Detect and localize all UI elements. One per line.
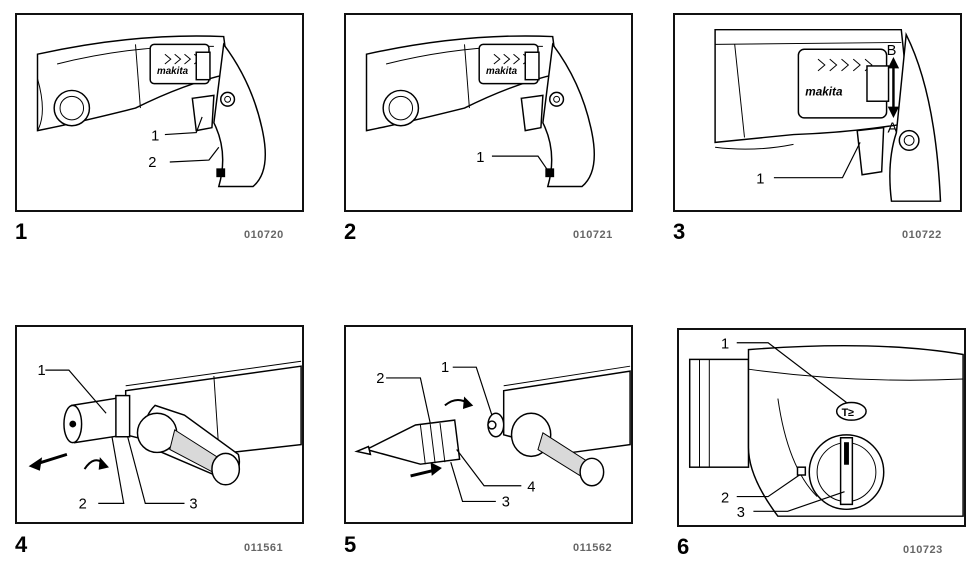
- figure-3-number: 3: [673, 219, 686, 244]
- figure-4-illustration: 1 2 3: [28, 360, 302, 512]
- figure-5-illustration: 2 1 3 4: [354, 360, 631, 510]
- brand-logo: makita: [157, 66, 189, 77]
- callout-3: 3: [189, 496, 197, 512]
- figure-4-code: 011561: [244, 542, 284, 554]
- figure-5-number: 5: [344, 532, 357, 557]
- figure-5-code: 011562: [573, 542, 613, 554]
- callout-2: 2: [376, 371, 384, 387]
- figure-6-code: 010723: [903, 544, 943, 556]
- callout-1: 1: [151, 128, 159, 144]
- callout-2: 2: [721, 490, 729, 506]
- figure-1-illustration: makita 1 2: [36, 35, 266, 188]
- callout-3: 3: [502, 494, 510, 510]
- figure-5-panel: 2 1 3 4: [344, 325, 633, 524]
- label-b: B: [887, 43, 897, 59]
- label-a: A: [888, 121, 898, 137]
- brand-logo: makita: [805, 85, 843, 98]
- mode-symbol: T≥: [842, 407, 855, 419]
- figure-2-code: 010721: [573, 229, 613, 241]
- figure-2-illustration: makita 1: [365, 35, 595, 188]
- figure-2-panel: makita 1: [344, 13, 633, 212]
- figure-2-number: 2: [344, 219, 357, 244]
- callout-4: 4: [527, 480, 535, 496]
- callout-2: 2: [148, 155, 156, 171]
- callout-1: 1: [441, 360, 449, 376]
- figure-3-illustration: makita B A 1: [714, 28, 942, 202]
- figure-4-panel: 1 2 3: [15, 325, 304, 524]
- figure-1-panel: makita 1 2: [15, 13, 304, 212]
- figure-4-number: 4: [15, 532, 28, 557]
- figure-3-panel: makita B A 1: [673, 13, 962, 212]
- figure-6-panel: T≥ 1 2 3: [677, 328, 966, 527]
- brand-logo: makita: [486, 66, 518, 77]
- callout-1: 1: [476, 150, 484, 166]
- figure-6-number: 6: [677, 534, 690, 559]
- callout-2: 2: [79, 496, 87, 512]
- figure-1-code: 010720: [244, 229, 284, 241]
- callout-1: 1: [721, 337, 729, 353]
- figure-1-number: 1: [15, 219, 28, 244]
- figure-6-illustration: T≥ 1 2 3: [688, 337, 964, 521]
- callout-3: 3: [737, 505, 745, 521]
- figure-3-code: 010722: [902, 229, 942, 241]
- callout-1: 1: [756, 172, 764, 188]
- callout-1: 1: [38, 363, 46, 379]
